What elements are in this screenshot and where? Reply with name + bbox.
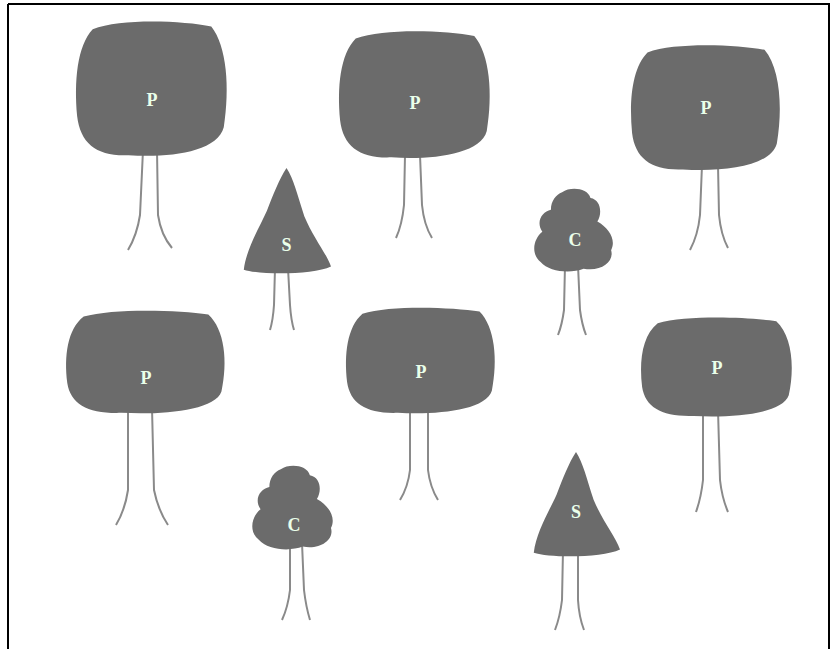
tree-letter: C <box>532 230 618 250</box>
round-crown: P <box>629 42 783 172</box>
bush-crown: C <box>250 465 338 550</box>
frame-line <box>7 4 9 649</box>
frame-line <box>828 4 830 649</box>
cone-crown: S <box>242 168 331 275</box>
crown-outline <box>242 168 331 275</box>
tree-letter: P <box>629 98 783 118</box>
crown-outline <box>344 305 498 415</box>
round-crown: P <box>74 18 230 158</box>
round-crown: P <box>64 308 228 415</box>
round-crown: P <box>639 315 795 418</box>
crown-outline <box>250 465 338 550</box>
frame-line <box>8 3 830 5</box>
round-crown: P <box>344 305 498 415</box>
tree-letter: P <box>74 90 230 110</box>
tree-letter: S <box>532 502 620 522</box>
tree-letter: S <box>242 235 331 255</box>
round-crown: P <box>337 28 493 160</box>
tree-letter: P <box>337 93 493 113</box>
tree-letter: P <box>64 368 228 388</box>
tree-letter: P <box>639 358 795 378</box>
tree-letter: P <box>344 362 498 382</box>
crown-outline <box>74 18 230 158</box>
tree-letter: C <box>250 515 338 535</box>
crown-outline <box>64 308 228 415</box>
bush-crown: C <box>532 188 618 272</box>
cone-crown: S <box>532 452 620 558</box>
